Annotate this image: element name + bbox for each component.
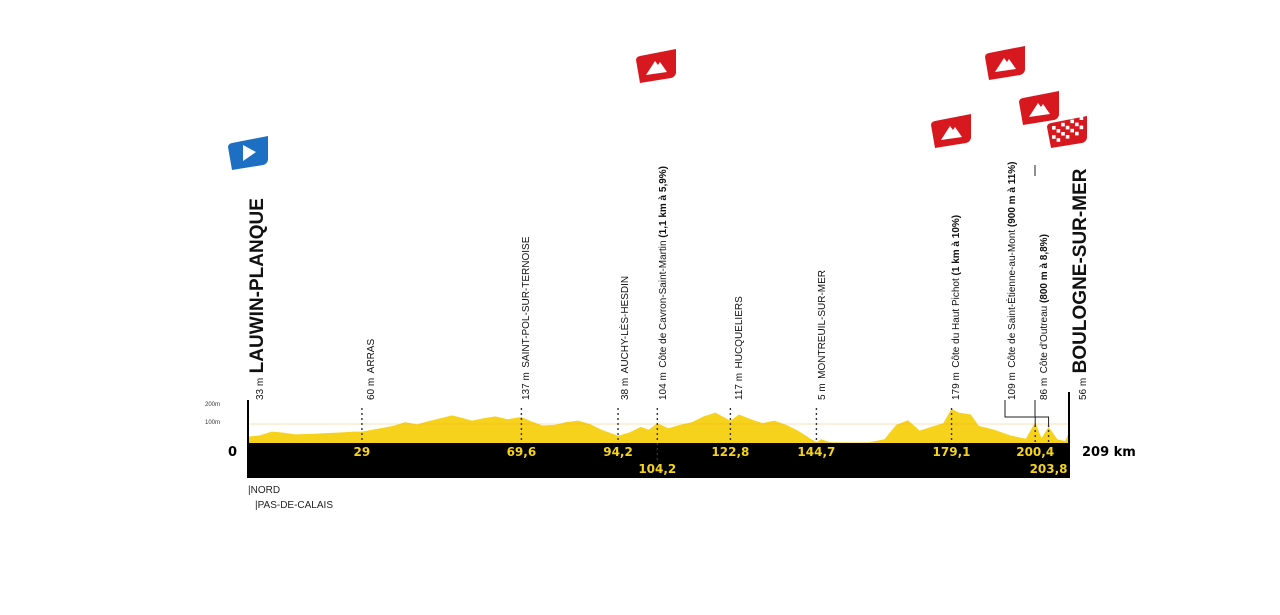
km-label: 104,2 (638, 462, 677, 476)
flags (228, 46, 1087, 170)
scale-label-200: 200m (205, 402, 221, 408)
region-nord: |NORD (248, 485, 281, 496)
waypoint-label: 86 m Côte d'Outreau (800 m à 8,8%) (1039, 234, 1050, 400)
profile-fill (248, 409, 1069, 443)
climb-flag-saint-etienne (985, 46, 1025, 80)
km-label: 200,4 (1016, 445, 1055, 459)
region-pas-de-calais: |PAS-DE-CALAIS (255, 500, 333, 511)
distance-band (247, 392, 1070, 478)
mountain-icon (941, 126, 962, 140)
distance-band-rect (248, 443, 1069, 478)
waypoint-label: 179 m Côte du Haut Pichot (1 km à 10%) (951, 214, 962, 400)
waypoint-label: 104 m Côte de Cavron-Saint-Martin (1,1 k… (658, 165, 669, 400)
total-distance-label: 209 km (1082, 445, 1136, 460)
waypoint-label: 60 m ARRAS (366, 338, 377, 400)
checkered-flag-icon (1047, 116, 1087, 148)
climb-flag-outreau (1019, 91, 1059, 125)
waypoint-label: 5 m MONTREUIL-SUR-MER (817, 269, 828, 400)
waypoint-label: 137 m SAINT-POL-SUR-TERNOISE (521, 236, 532, 400)
km-label: 144,7 (797, 445, 836, 459)
climb-flag-haut-pichot (931, 114, 971, 148)
waypoint-label: 109 m Côte de Saint-Étienne-au-Mont (900… (1007, 161, 1018, 400)
km-label: 29 (353, 445, 371, 459)
elevation-profile-area (248, 409, 1069, 443)
km-label: 203,8 (1029, 462, 1068, 476)
scale-label-100: 100m (205, 420, 221, 426)
km-label: 69,6 (506, 445, 537, 459)
km-label: 122,8 (711, 445, 750, 459)
start-town-label: 33 m LAUWIN-PLANQUE (247, 198, 268, 400)
mountain-icon (995, 58, 1016, 72)
km-label: 179,1 (932, 445, 971, 459)
start-flag-icon (228, 136, 268, 170)
marker-lines (361, 165, 1050, 463)
mountain-icon (1029, 103, 1050, 117)
mountain-icon (646, 61, 667, 75)
waypoint-label: 117 m HUCQUELIERS (734, 296, 745, 400)
axis-zero-label: 0 (228, 445, 238, 460)
km-label: 94,2 (603, 445, 633, 459)
waypoint-label: 38 m AUCHY-LÈS-HESDIN (620, 275, 631, 400)
finish-town-label: 56 m BOULOGNE-SUR-MER (1070, 168, 1091, 400)
climb-flag-cavron (636, 49, 676, 83)
